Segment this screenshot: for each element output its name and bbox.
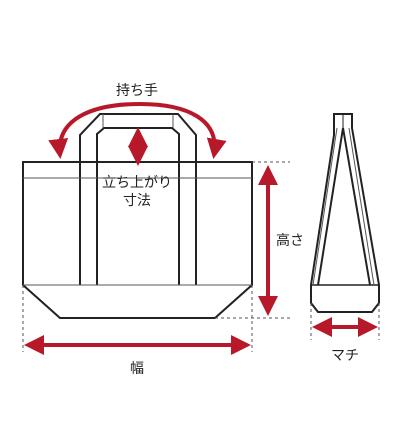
gusset-label: マチ	[331, 348, 359, 364]
handle-length-arrow	[48, 101, 227, 159]
bag-front-detail-lines	[23, 114, 252, 286]
dimension-arrows	[24, 101, 378, 355]
rise-label-line1: 立ち上がり	[102, 175, 172, 191]
side-inner-outline	[317, 127, 371, 286]
height-label-bg	[272, 228, 308, 250]
width-label: 幅	[130, 361, 144, 377]
height-label: 高さ	[276, 232, 304, 249]
dimension-guides	[22, 161, 380, 352]
side-detail-lines	[312, 127, 375, 286]
handle-label: 持ち手	[116, 83, 158, 99]
handle-outline	[79, 113, 197, 285]
bag-side-view	[310, 113, 380, 313]
side-outer-outline	[310, 113, 380, 313]
rise-label-line2: 寸法	[123, 193, 151, 209]
